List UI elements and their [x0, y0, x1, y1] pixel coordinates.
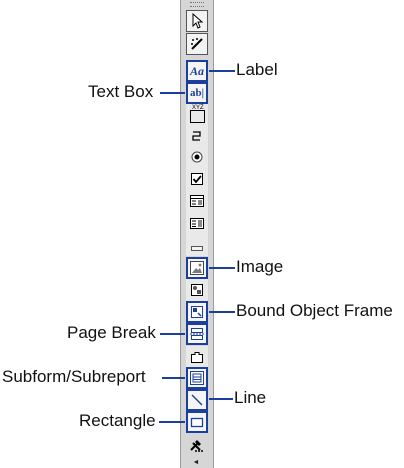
page-break-tool[interactable]: [186, 323, 208, 345]
text-box-tool-glyph: ab|: [189, 87, 205, 99]
image-icon: [189, 260, 205, 276]
unbound-object-frame-tool[interactable]: [186, 279, 208, 301]
select-objects-tool[interactable]: [186, 10, 208, 32]
callout-line-line: [209, 398, 233, 400]
callout-line-image: [209, 267, 235, 269]
combo-box-icon: [189, 193, 205, 209]
toggle-button-tool[interactable]: [186, 125, 208, 147]
callout-page-break: Page Break: [67, 323, 156, 342]
callout-line-text-box: [160, 92, 185, 94]
toolbox-grip[interactable]: [190, 2, 204, 7]
bound-object-frame-tool[interactable]: [186, 301, 208, 323]
tab-control-tool[interactable]: [186, 346, 208, 368]
command-button-tool[interactable]: [186, 234, 208, 256]
bound-object-icon: [189, 304, 205, 320]
toolbox: Aa ab| XYZ: [180, 0, 214, 468]
callout-line-subform-subreport: [162, 377, 185, 379]
image-tool[interactable]: [186, 257, 208, 279]
button-icon: [189, 237, 205, 253]
label-tool[interactable]: Aa: [186, 60, 208, 82]
line-tool[interactable]: [186, 389, 208, 411]
callout-line-label: [209, 70, 235, 72]
radio-icon: [189, 149, 205, 165]
rectangle-tool[interactable]: [186, 411, 208, 433]
callout-line-rectangle: [159, 421, 185, 423]
list-box-icon: [189, 215, 205, 231]
wand-icon: [189, 36, 205, 52]
combo-box-tool[interactable]: [186, 190, 208, 212]
callout-line: Line: [234, 388, 267, 407]
text-box-tool[interactable]: ab|: [186, 82, 208, 104]
rectangle-icon: [189, 414, 205, 430]
tools-icon: [188, 437, 206, 453]
line-icon: [189, 392, 205, 408]
subform-icon: [189, 370, 205, 386]
subform-subreport-tool[interactable]: [186, 367, 208, 389]
more-controls-tool[interactable]: [186, 434, 208, 456]
check-box-tool[interactable]: [186, 168, 208, 190]
callout-subform-subreport: Subform/Subreport: [2, 367, 146, 386]
control-wizards-tool[interactable]: [186, 33, 208, 55]
toggle-icon: [189, 128, 205, 144]
callout-rectangle: Rectangle: [79, 411, 156, 430]
callout-text-box: Text Box: [88, 82, 154, 101]
callout-line-bound-object-frame: [209, 311, 235, 313]
callout-bound-object-frame: Bound Object Frame: [236, 301, 393, 320]
pointer-icon: [190, 13, 204, 29]
option-button-tool[interactable]: [186, 146, 208, 168]
object-frame-icon: [189, 282, 205, 298]
page-break-icon: [189, 326, 205, 342]
tab-control-icon: [189, 349, 205, 365]
callout-image: Image: [236, 257, 284, 276]
option-group-glyph: XYZ: [192, 105, 204, 112]
callout-label: Label: [236, 60, 278, 79]
option-group-tool[interactable]: XYZ: [186, 104, 208, 126]
option-group-icon: XYZ: [189, 105, 205, 123]
label-tool-glyph: Aa: [189, 63, 204, 78]
expand-arrow-icon[interactable]: ◄: [192, 459, 200, 466]
checkbox-icon: [189, 171, 205, 187]
list-box-tool[interactable]: [186, 212, 208, 234]
callout-line-page-break: [160, 333, 185, 335]
